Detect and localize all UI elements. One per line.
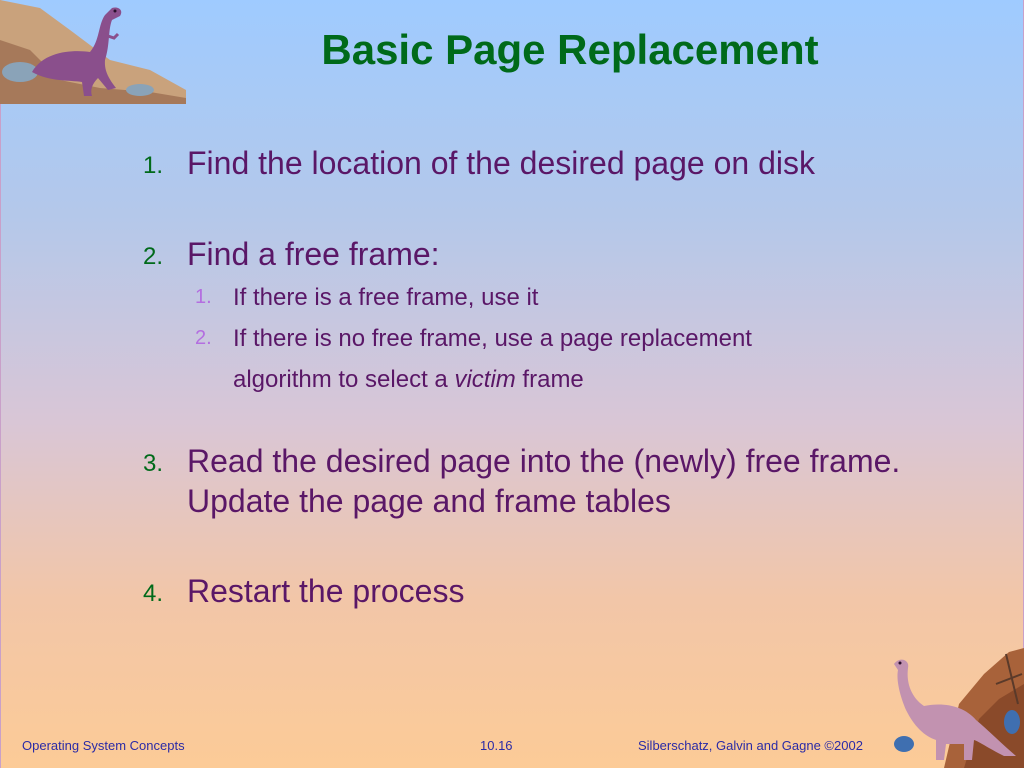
victim-emphasis: victim bbox=[454, 366, 516, 393]
substep-2-line-2: algorithm to select a victim frame bbox=[233, 359, 752, 400]
step-3: 3. Read the desired page into the (newly… bbox=[143, 441, 901, 521]
brontosaurus-on-rock-icon bbox=[894, 648, 1024, 768]
step-4-number: 4. bbox=[143, 580, 164, 607]
step-3-line-2: Update the page and frame tables bbox=[187, 483, 671, 519]
substep-1: 1. If there is a free frame, use it bbox=[195, 277, 539, 318]
step-4: 4. Restart the process bbox=[143, 571, 465, 611]
step-1-text: Find the location of the desired page on… bbox=[187, 145, 815, 181]
substep-2-number: 2. bbox=[195, 327, 212, 349]
step-2-text: Find a free frame: bbox=[187, 236, 440, 272]
step-3-number: 3. bbox=[143, 450, 164, 477]
step-4-text: Restart the process bbox=[187, 573, 465, 609]
footer-page-number: 10.16 bbox=[480, 738, 513, 753]
t-rex-on-rock-icon bbox=[0, 0, 186, 104]
substep-1-text: If there is a free frame, use it bbox=[233, 284, 539, 311]
step-1: 1. Find the location of the desired page… bbox=[143, 143, 815, 183]
step-1-number: 1. bbox=[143, 152, 164, 179]
footer-authors: Silberschatz, Galvin and Gagne ©2002 bbox=[638, 738, 863, 753]
footer-course: Operating System Concepts bbox=[22, 738, 185, 753]
slide-title: Basic Page Replacement bbox=[321, 26, 819, 73]
substep-1-number: 1. bbox=[195, 286, 212, 308]
substep-2: 2. If there is no free frame, use a page… bbox=[195, 318, 752, 400]
substep-2-line-2-prefix: algorithm to select a bbox=[233, 366, 455, 393]
substep-2-line-2-suffix: frame bbox=[515, 366, 584, 393]
step-2-number: 2. bbox=[143, 243, 164, 270]
substep-2-line-1: If there is no free frame, use a page re… bbox=[233, 325, 752, 352]
step-3-line-1: Read the desired page into the (newly) f… bbox=[187, 443, 901, 479]
step-2: 2. Find a free frame: bbox=[143, 234, 440, 274]
